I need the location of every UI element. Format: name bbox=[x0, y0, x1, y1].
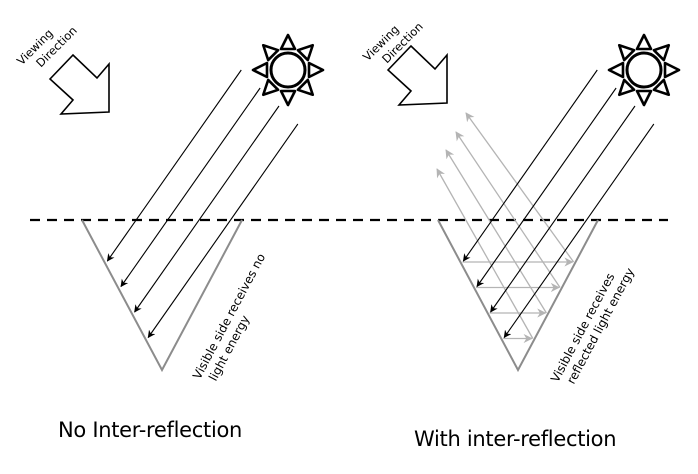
incoming-ray bbox=[462, 69, 598, 262]
viewing-direction-arrow-icon bbox=[48, 53, 110, 115]
sun-ray bbox=[261, 43, 280, 62]
sun-ray bbox=[652, 43, 671, 62]
sun-ray bbox=[296, 43, 315, 62]
sun-ray bbox=[279, 33, 297, 51]
sun-ray bbox=[617, 43, 636, 62]
panel-right bbox=[386, 33, 681, 373]
caption-right: With inter-reflection bbox=[414, 427, 617, 451]
sun-ray bbox=[261, 78, 280, 97]
panel-left bbox=[48, 33, 325, 373]
incoming-ray bbox=[120, 87, 261, 288]
reflected-ray-outgoing bbox=[445, 149, 547, 314]
sun-disc bbox=[269, 51, 307, 89]
sun-icon bbox=[251, 33, 325, 107]
incoming-rays-left bbox=[106, 69, 299, 339]
caption-left: No Inter-reflection bbox=[58, 418, 243, 442]
sun-ray bbox=[607, 61, 625, 79]
viewing-direction-arrow-icon bbox=[386, 44, 448, 106]
sun-ray bbox=[617, 78, 636, 97]
groove-right bbox=[437, 219, 599, 373]
sun-disc bbox=[625, 51, 663, 89]
incoming-rays-right bbox=[462, 69, 655, 339]
sun-ray bbox=[652, 78, 671, 97]
incoming-ray bbox=[106, 69, 242, 262]
incoming-ray bbox=[476, 87, 617, 288]
incoming-ray bbox=[147, 123, 299, 339]
sun-ray bbox=[635, 89, 653, 107]
groove-left bbox=[81, 219, 243, 373]
reflected-rays-right bbox=[436, 112, 575, 344]
sun-ray bbox=[663, 61, 681, 79]
reflected-ray-outgoing bbox=[465, 112, 575, 263]
reflected-ray-outgoing bbox=[455, 131, 561, 288]
sun-icon bbox=[607, 33, 681, 107]
reflected-ray-outgoing bbox=[436, 168, 534, 339]
sun-ray bbox=[307, 61, 325, 79]
sun-ray bbox=[635, 33, 653, 51]
sun-ray bbox=[296, 78, 315, 97]
sun-ray bbox=[251, 61, 269, 79]
incoming-ray bbox=[490, 105, 636, 313]
sun-ray bbox=[279, 89, 297, 107]
incoming-ray bbox=[503, 123, 655, 339]
incoming-ray bbox=[134, 105, 280, 313]
